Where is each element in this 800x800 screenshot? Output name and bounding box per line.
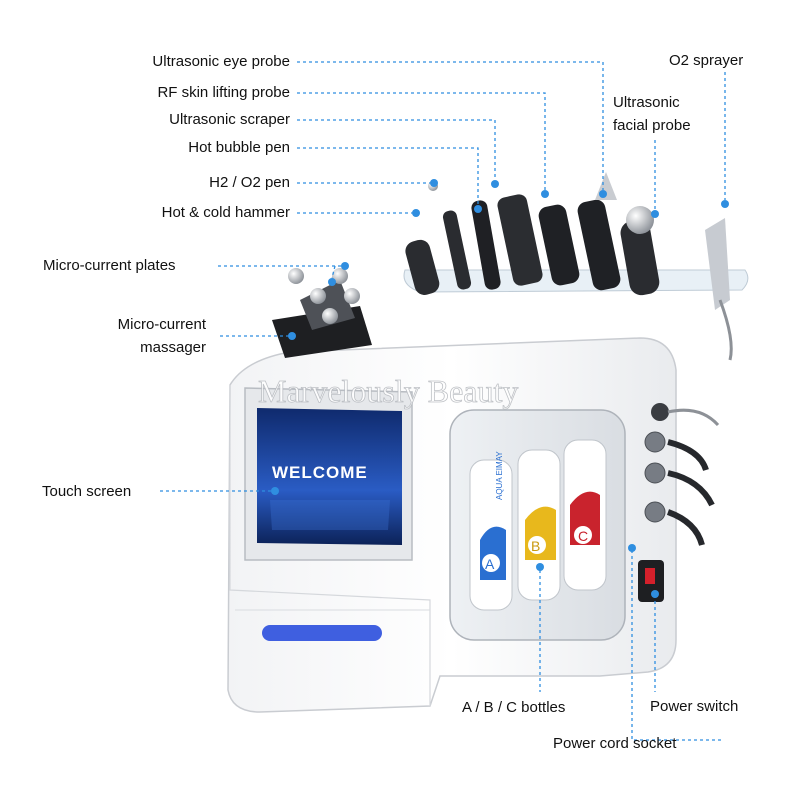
label-hot-cold-hammer: Hot & cold hammer: [161, 204, 290, 221]
watermark: Marvelously Beauty: [258, 373, 518, 409]
bottle-brand-text: AQUA EIMAY: [495, 451, 504, 500]
label-micro-current-massager-line1: Micro-current: [117, 316, 206, 333]
led-strip: [262, 625, 382, 641]
bottle-b-letter: B: [531, 538, 540, 554]
label-power-cord-socket: Power cord socket: [553, 735, 677, 752]
label-h2-o2-pen: H2 / O2 pen: [209, 174, 290, 191]
bottle-a-letter: A: [485, 556, 495, 572]
label-rf-skin-lifting-probe: RF skin lifting probe: [157, 84, 290, 101]
micro-current-massager: [272, 268, 372, 358]
label-micro-current-massager-line2: massager: [140, 339, 206, 356]
bottle-c-letter: C: [578, 528, 588, 544]
handpiece-rack: [403, 172, 749, 361]
label-hot-bubble-pen: Hot bubble pen: [188, 139, 290, 156]
label-power-switch: Power switch: [650, 698, 739, 715]
label-o2-sprayer: O2 sprayer: [669, 52, 744, 69]
label-ultrasonic-facial-probe-line1: Ultrasonic: [613, 94, 680, 111]
label-abc-bottles: A / B / C bottles: [462, 699, 566, 716]
screen-welcome-text: WELCOME: [272, 463, 368, 482]
label-touch-screen: Touch screen: [42, 483, 132, 500]
label-ultrasonic-facial-probe-line2: facial probe: [613, 117, 691, 134]
label-micro-current-plates: Micro-current plates: [43, 257, 176, 274]
leader-lines: [160, 61, 726, 741]
leader-dots: [271, 179, 729, 598]
label-ultrasonic-scraper: Ultrasonic scraper: [169, 111, 290, 128]
bottle-window: [449, 409, 626, 641]
touch-screen-display: [244, 387, 413, 561]
label-ultrasonic-eye-probe: Ultrasonic eye probe: [152, 53, 290, 70]
